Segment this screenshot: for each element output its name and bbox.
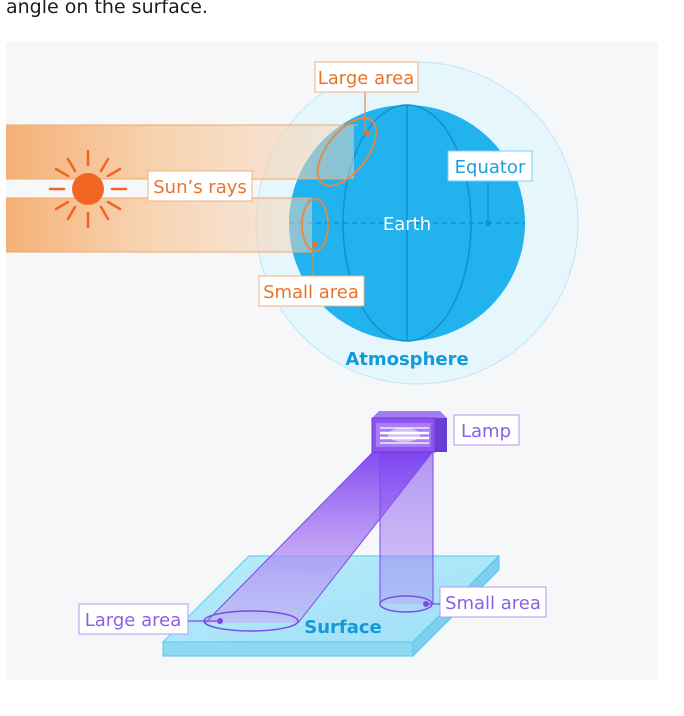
label-surface: Surface [304,617,382,638]
lamp-icon [371,411,447,453]
label-large-area-bottom: Large area [78,603,217,635]
svg-text:Large area: Large area [318,68,415,89]
svg-text:Sun’s rays: Sun’s rays [153,177,247,198]
lamp-beam-vertical [379,452,434,613]
label-lamp: Lamp [453,414,520,446]
label-equator: Equator [447,150,533,182]
label-suns-rays: Sun’s rays [147,170,253,202]
diagram-canvas: Large area Sun’s rays Small area Equator… [6,61,579,658]
small-area-ellipse-earth [301,198,329,276]
svg-text:Small area: Small area [445,593,541,614]
sun-rays [6,124,358,253]
large-area-ellipse-earth [316,90,378,187]
svg-text:Small area: Small area [263,282,359,303]
label-small-area-top: Small area [258,275,365,307]
svg-text:Equator: Equator [455,157,526,178]
svg-text:Lamp: Lamp [461,421,511,442]
equator-pointer [485,182,491,226]
label-earth: Earth [383,214,431,235]
label-large-area-top: Large area [314,61,419,93]
intro-text: angle on the surface. [6,0,208,18]
sun-icon [48,149,128,229]
label-atmosphere: Atmosphere [345,349,468,370]
label-small-area-bottom: Small area [429,586,547,618]
diagram-panel: Large area Sun’s rays Small area Equator… [6,42,658,680]
svg-text:Large area: Large area [85,610,182,631]
